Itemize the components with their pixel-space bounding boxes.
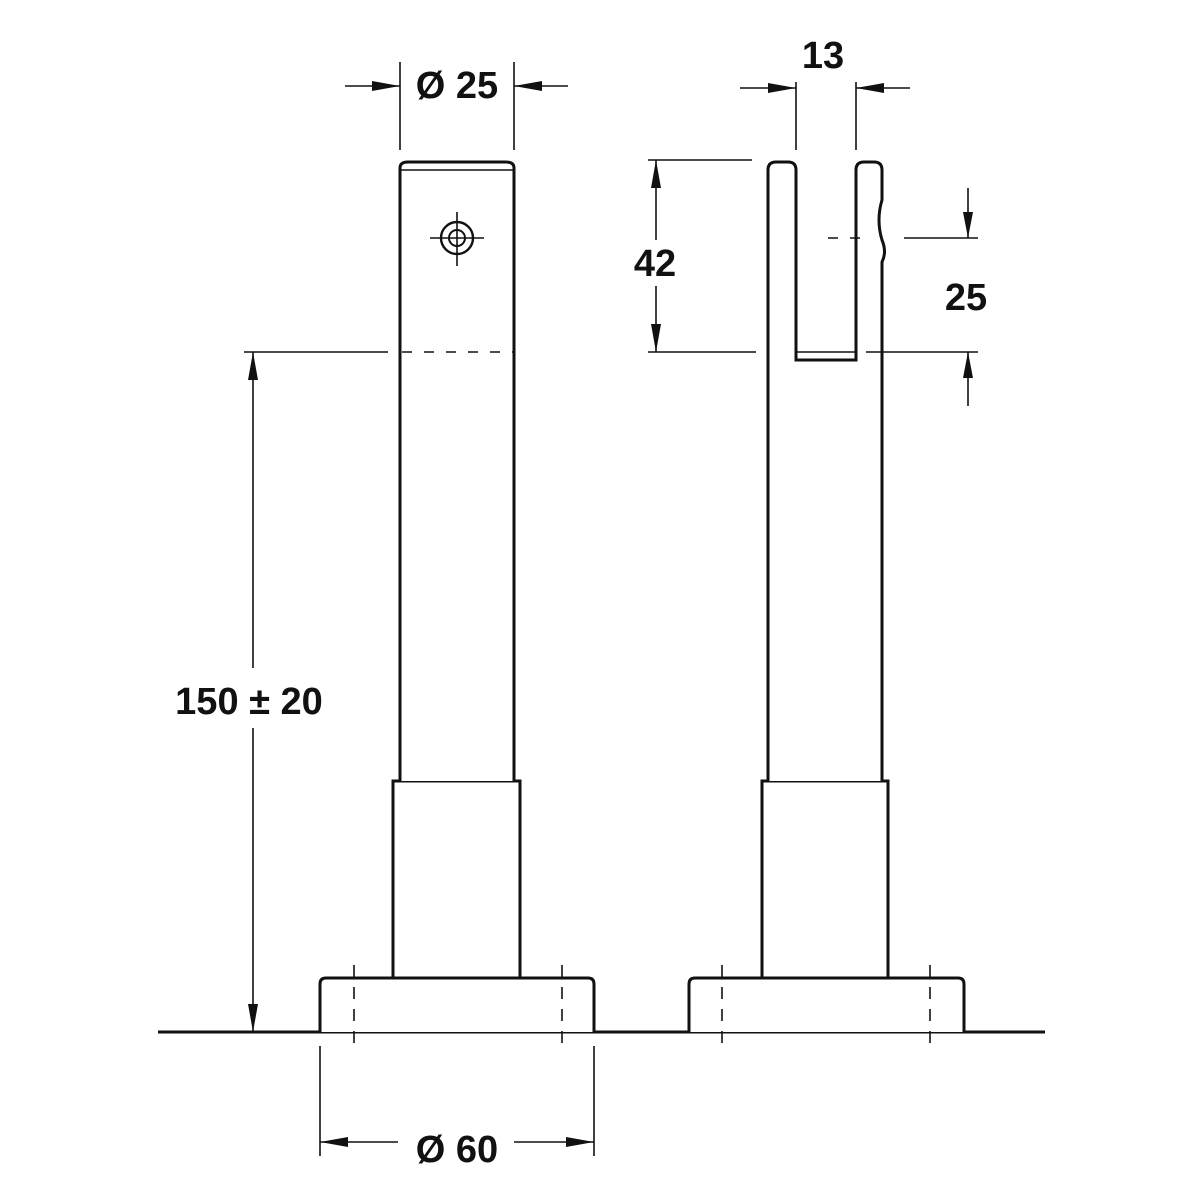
left-base-plate xyxy=(318,976,596,1032)
height-label: 150 ± 20 xyxy=(175,681,323,723)
dimension-hole-height: 25 xyxy=(828,188,987,406)
right-sleeve xyxy=(760,779,890,980)
right-slotted-tube xyxy=(766,160,886,781)
dimension-height: 150 ± 20 xyxy=(175,351,514,1032)
slot-depth-label: 42 xyxy=(634,243,676,285)
left-tube xyxy=(398,160,516,781)
dimension-base-diameter: Ø 60 xyxy=(319,1046,595,1171)
slot-width-label: 13 xyxy=(802,35,844,77)
left-sleeve xyxy=(391,779,522,980)
right-base-plate xyxy=(687,976,966,1032)
screw-hole-icon xyxy=(430,212,484,266)
right-leg xyxy=(687,160,966,1052)
dimension-slot-width: 13 xyxy=(740,35,910,150)
dimension-top-diameter: Ø 25 xyxy=(345,62,568,150)
hole-height-label: 25 xyxy=(945,277,987,319)
left-leg xyxy=(318,160,596,1052)
dimension-slot-depth: 42 xyxy=(634,159,756,353)
base-diameter-label: Ø 60 xyxy=(416,1129,498,1171)
top-diameter-label: Ø 25 xyxy=(416,65,498,107)
